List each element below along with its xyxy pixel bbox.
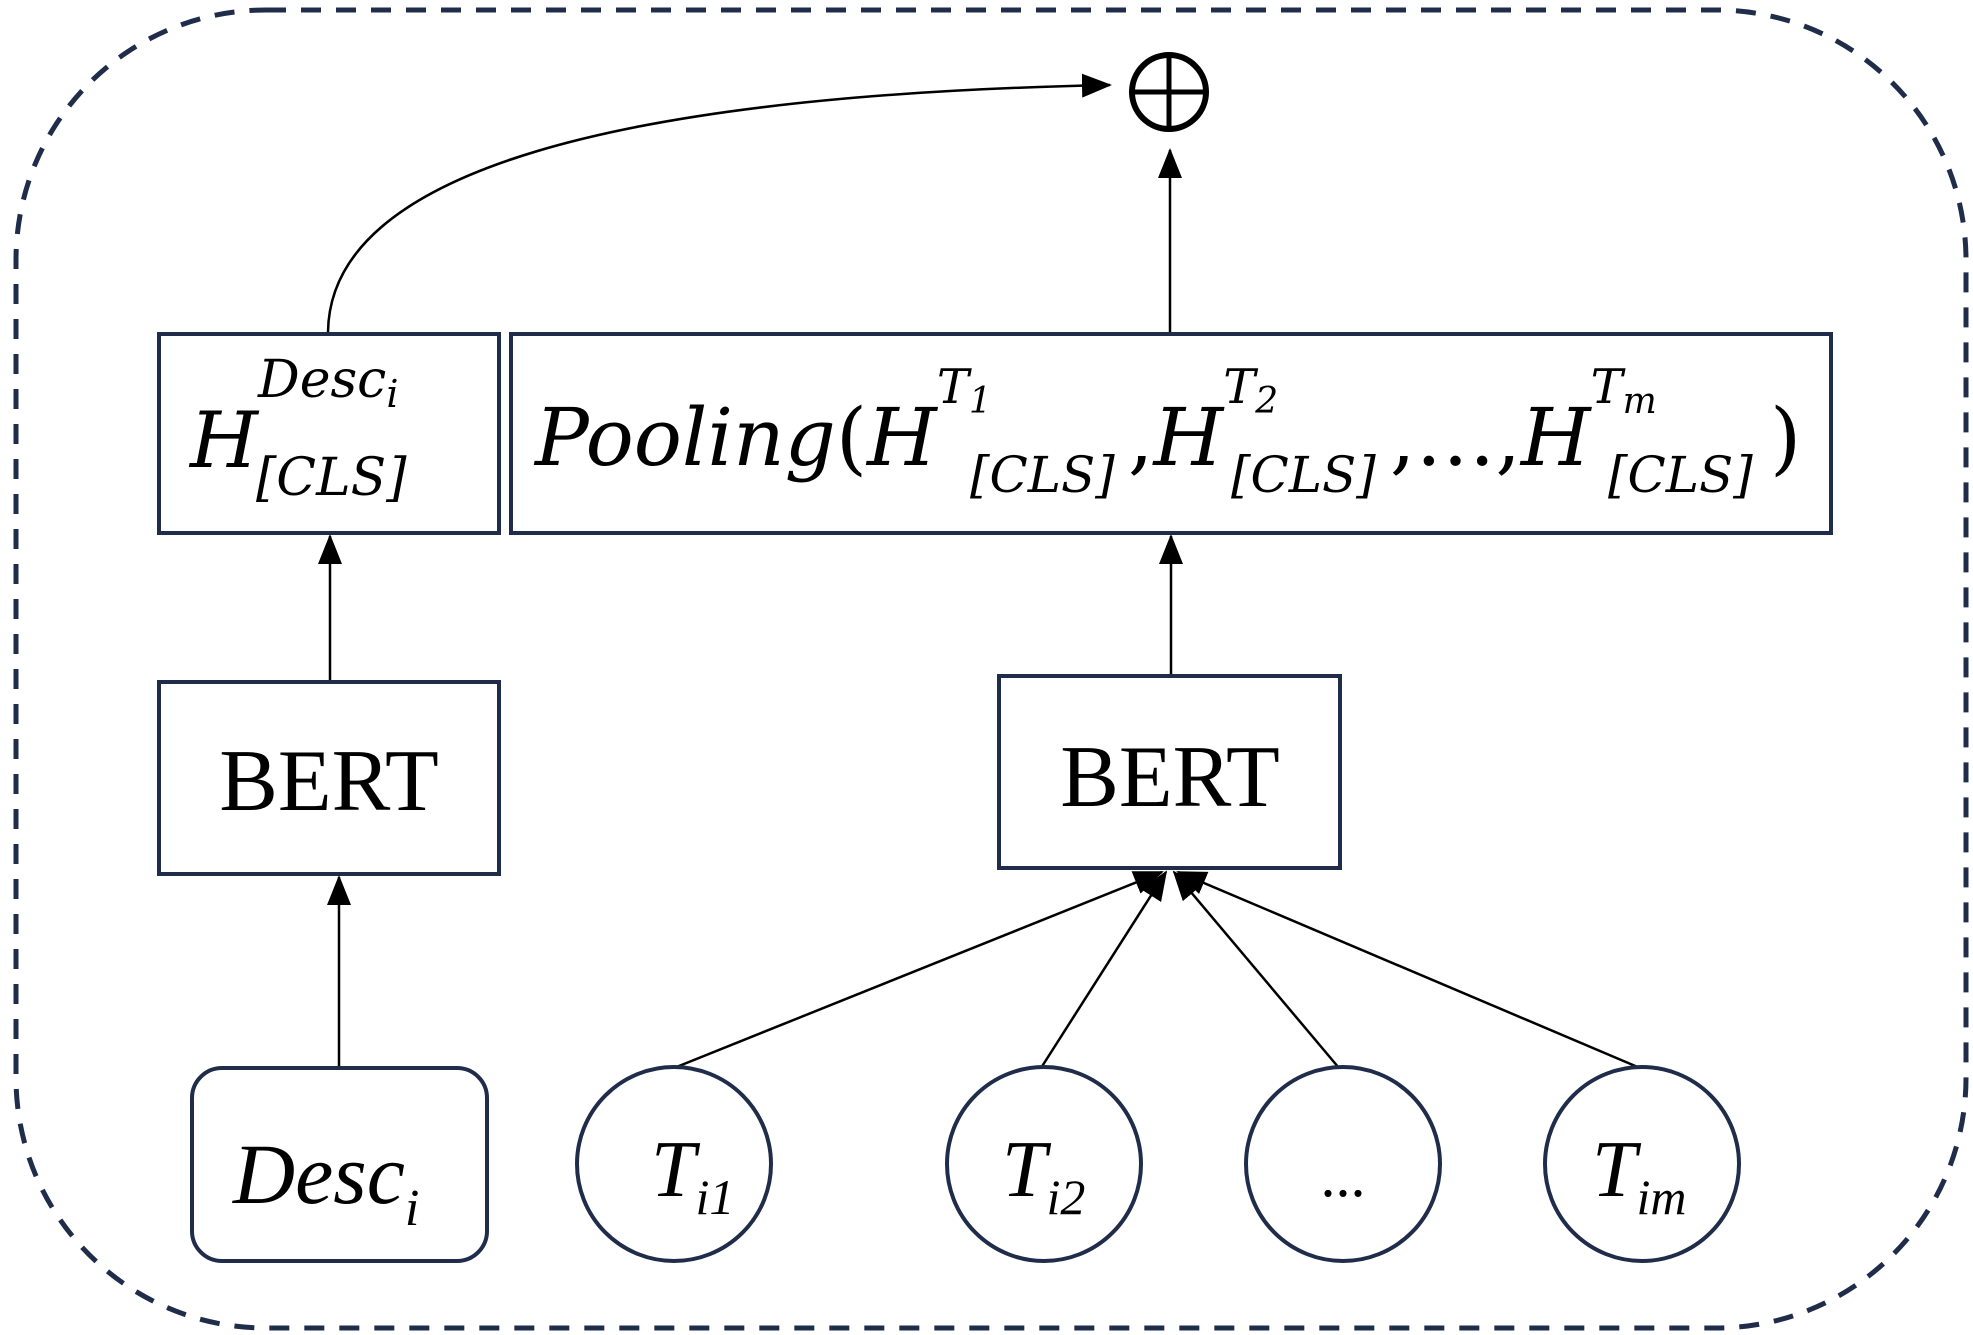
t-im: Tim [1543,1065,1741,1263]
edge-desc-cls-to-combine [326,73,1112,333]
t-ellipsis-label: ... [1321,1143,1366,1209]
t-i1: Ti1 [575,1065,773,1263]
edge-ellipsis-to-bert [1172,870,1340,1069]
t-im-label: Tim [1592,1126,1687,1225]
desc-cls-box: HDesci[CLS] [157,332,501,535]
pooling-formula: Pooling(HT1[CLS],HT2[CLS],…,HTm[CLS]) [533,359,1801,504]
desc-cls-formula: HDesci[CLS] [188,350,407,508]
pooling-box: Pooling(HT1[CLS],HT2[CLS],…,HTm[CLS]) [509,332,1833,535]
t-i2: Ti2 [945,1065,1143,1263]
edge-ti2-to-bert [1039,870,1168,1069]
edge-ti1-to-bert [673,870,1164,1070]
dashed-container [13,7,1969,1331]
right-bert-label: BERT [1060,729,1280,826]
t-i2-label: Ti2 [1002,1126,1085,1225]
desc-input-label: Desci [232,1126,419,1237]
left-bert-label: BERT [219,733,439,830]
edge-tim-to-bert [1176,870,1641,1070]
t-ellipsis: ... [1244,1065,1442,1263]
left-bert: BERT [157,680,501,876]
right-bert: BERT [997,674,1342,870]
desc-input: Desci [190,1066,489,1263]
t-i1-label: Ti1 [651,1126,734,1225]
combine-node [1129,52,1209,132]
